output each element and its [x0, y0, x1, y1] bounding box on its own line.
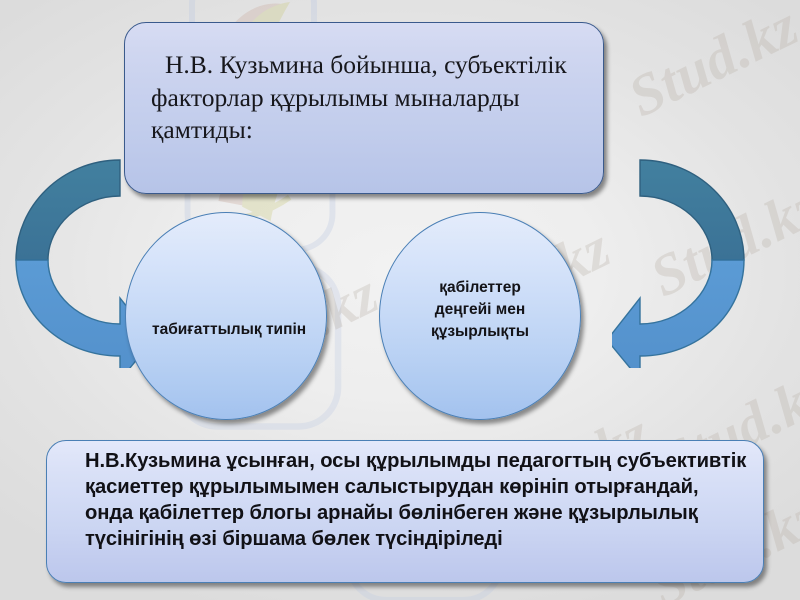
bottom-conclusion-box: Н.В.Кузьмина ұсынған, осы құрылымды педа…	[46, 440, 764, 583]
circle-node-left: табиғаттылық типін	[125, 212, 327, 420]
circle-node-right: қабілеттер деңгейі мен құзырлықты	[379, 212, 581, 420]
right-curved-arrow	[612, 159, 745, 368]
left-curved-arrow	[15, 159, 148, 368]
bottom-conclusion-text: Н.В.Кузьмина ұсынған, осы құрылымды педа…	[85, 450, 747, 550]
watermark-text: Stud.kz	[618, 0, 800, 130]
circle-right-label: қабілеттер деңгейі мен құзырлықты	[430, 279, 530, 340]
top-statement-text: Н.В. Кузьмина бойынша, субъектілік факто…	[151, 50, 567, 145]
circle-left-label: табиғаттылық типін	[152, 321, 307, 339]
top-statement-box: Н.В. Кузьмина бойынша, субъектілік факто…	[124, 22, 604, 194]
